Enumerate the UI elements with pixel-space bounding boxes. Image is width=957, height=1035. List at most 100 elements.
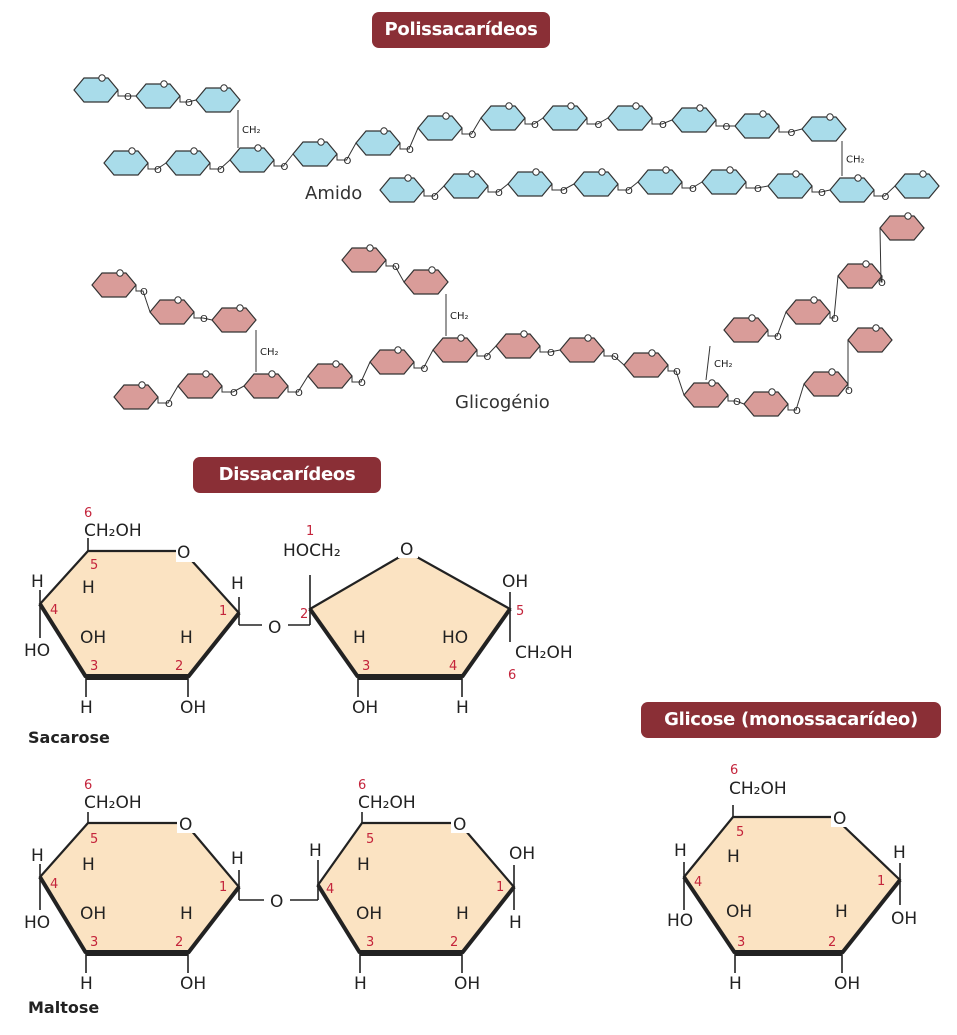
link-oxygen: O <box>154 165 162 176</box>
glycogen-ring <box>623 349 669 378</box>
link-oxygen: O <box>344 156 352 167</box>
glycogen-ring <box>879 212 925 241</box>
starch-ring <box>379 174 425 203</box>
svg-text:1: 1 <box>306 524 314 539</box>
glycogen-ring <box>243 370 289 399</box>
link-oxygen: O <box>358 378 366 389</box>
svg-text:OH: OH <box>502 572 528 592</box>
svg-text:2: 2 <box>450 935 458 950</box>
svg-text:HO: HO <box>667 911 693 931</box>
starch-ring <box>165 147 211 176</box>
starch-ring <box>73 74 119 103</box>
svg-text:H: H <box>231 574 244 594</box>
svg-text:OH: OH <box>180 698 206 718</box>
link-oxygen: O <box>469 130 477 141</box>
link-oxygen: O <box>431 192 439 203</box>
svg-text:6: 6 <box>508 668 516 683</box>
svg-text:5: 5 <box>516 604 524 619</box>
glycosidic-link <box>551 183 575 191</box>
svg-text:OH: OH <box>180 974 206 994</box>
link-oxygen: O <box>560 186 568 197</box>
svg-text:2: 2 <box>828 935 836 950</box>
starch-ring <box>443 170 489 199</box>
svg-text:H: H <box>82 578 95 598</box>
glycosidic-link <box>715 120 735 127</box>
starch-ring <box>542 102 588 131</box>
link-oxygen: O <box>723 122 731 133</box>
glycogen-ring <box>785 296 831 325</box>
svg-text:1: 1 <box>877 874 885 889</box>
svg-text:5: 5 <box>366 832 374 847</box>
link-oxygen: O <box>547 348 555 359</box>
glycosidic-link <box>157 385 179 404</box>
link-oxygen: O <box>818 188 826 199</box>
sucrose-fructose-ring <box>308 550 512 679</box>
link-oxygen: O <box>831 314 839 325</box>
starch-ring <box>507 168 553 197</box>
starch-ring <box>417 112 463 141</box>
link-oxygen: O <box>124 92 132 103</box>
glycogen-ring <box>495 330 541 359</box>
link-oxygen: O <box>392 262 400 273</box>
starch-ring <box>894 170 940 199</box>
starch-ring <box>671 104 717 133</box>
link-oxygen: O <box>421 364 429 375</box>
link-oxygen: O <box>495 188 503 199</box>
svg-text:O: O <box>179 815 192 835</box>
glycosidic-link <box>221 385 245 393</box>
glycosidic-link <box>179 96 197 103</box>
starch-ring <box>701 166 747 195</box>
svg-text:OH: OH <box>80 628 106 648</box>
svg-text:3: 3 <box>90 935 98 950</box>
link-oxygen: O <box>295 388 303 399</box>
svg-text:H: H <box>729 974 742 994</box>
svg-text:H: H <box>353 628 366 648</box>
svg-text:6: 6 <box>84 506 92 521</box>
glycosidic-link <box>287 375 309 393</box>
maltose-ring-left <box>38 821 241 955</box>
glycosidic-link <box>273 153 294 167</box>
svg-text:O: O <box>453 815 466 835</box>
glycogen-ring <box>803 368 849 397</box>
starch-ring <box>801 113 847 142</box>
starch-ring <box>573 168 619 197</box>
starch-ring <box>767 170 813 199</box>
svg-text:OH: OH <box>509 844 535 864</box>
svg-text:O: O <box>270 892 283 912</box>
link-oxygen: O <box>140 287 148 298</box>
glycosidic-link <box>767 311 787 337</box>
svg-text:CH₂OH: CH₂OH <box>358 793 416 813</box>
svg-text:5: 5 <box>90 558 98 573</box>
branch-ch2: CH₂ <box>450 311 469 322</box>
glycosidic-link <box>135 285 151 313</box>
starch-ring <box>637 166 683 195</box>
svg-text:H: H <box>354 974 367 994</box>
glycogen-ring <box>837 260 883 289</box>
glycogen-ring <box>743 388 789 417</box>
link-oxygen: O <box>595 120 603 131</box>
glycosidic-link <box>524 117 544 125</box>
glycosidic-link <box>193 312 213 321</box>
svg-text:HO: HO <box>24 913 50 933</box>
svg-text:2: 2 <box>175 935 183 950</box>
glycosidic-link <box>727 395 745 405</box>
starch-ring <box>195 84 241 113</box>
svg-text:4: 4 <box>50 877 58 892</box>
maltose-structure: O 6 CH₂OH 5 H H 4 HO OH 3 H H 2 OH H 1 O… <box>24 778 535 994</box>
glycogen-ring <box>341 244 387 273</box>
glycosidic-link <box>603 350 625 366</box>
svg-text:2: 2 <box>175 659 183 674</box>
branch-ch2: CH₂ <box>714 359 733 370</box>
branch-ch2: CH₂ <box>260 347 279 358</box>
svg-text:HOCH₂: HOCH₂ <box>283 541 341 561</box>
link-oxygen: O <box>733 397 741 408</box>
link-oxygen: O <box>754 184 762 195</box>
starch-ring <box>480 102 526 131</box>
svg-text:H: H <box>80 974 93 994</box>
svg-text:CH₂OH: CH₂OH <box>515 643 573 663</box>
glycosidic-link <box>681 181 703 189</box>
glycosidic-link <box>117 90 136 97</box>
link-oxygen: O <box>611 352 619 363</box>
glycosidic-link <box>351 361 371 383</box>
